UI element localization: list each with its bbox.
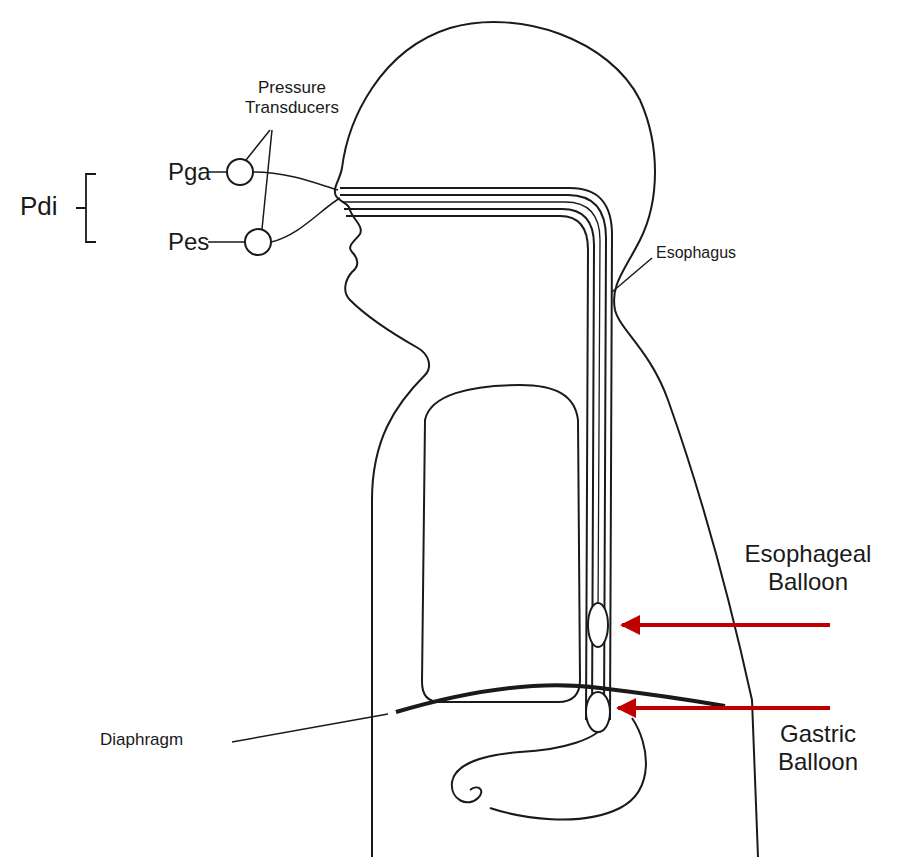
esophagus-tube	[340, 195, 606, 720]
bracket	[76, 174, 96, 242]
esophagus-tube	[340, 188, 612, 720]
signal-name: Pdi	[20, 192, 76, 222]
lung-outline	[422, 385, 580, 702]
part-label: Gastric Balloon	[748, 720, 888, 775]
esophagus-tube	[346, 216, 588, 720]
gastric-balloon	[586, 692, 610, 732]
leader-line	[246, 130, 272, 229]
pointer-arrow	[622, 623, 830, 627]
leader-line	[612, 258, 652, 292]
signal-name: Pes	[168, 228, 212, 256]
transducer-circle	[245, 229, 271, 255]
esophageal-balloon	[588, 603, 608, 647]
leader-line	[232, 714, 388, 742]
pointer-arrow	[618, 706, 830, 710]
leader-line	[253, 172, 340, 242]
esophagus-tube	[342, 202, 600, 615]
part-label: Diaphragm	[100, 730, 230, 750]
part-label: Esophageal Balloon	[718, 540, 898, 595]
esophagus-tube	[344, 209, 594, 720]
component-label: Pressure Transducers	[232, 78, 352, 117]
stomach-outline	[452, 718, 646, 820]
part-label: Esophagus	[656, 244, 766, 262]
leader-line	[208, 172, 245, 242]
signal-name: Pga	[168, 158, 212, 186]
transducer-circle	[227, 159, 253, 185]
body-outline	[335, 22, 758, 857]
